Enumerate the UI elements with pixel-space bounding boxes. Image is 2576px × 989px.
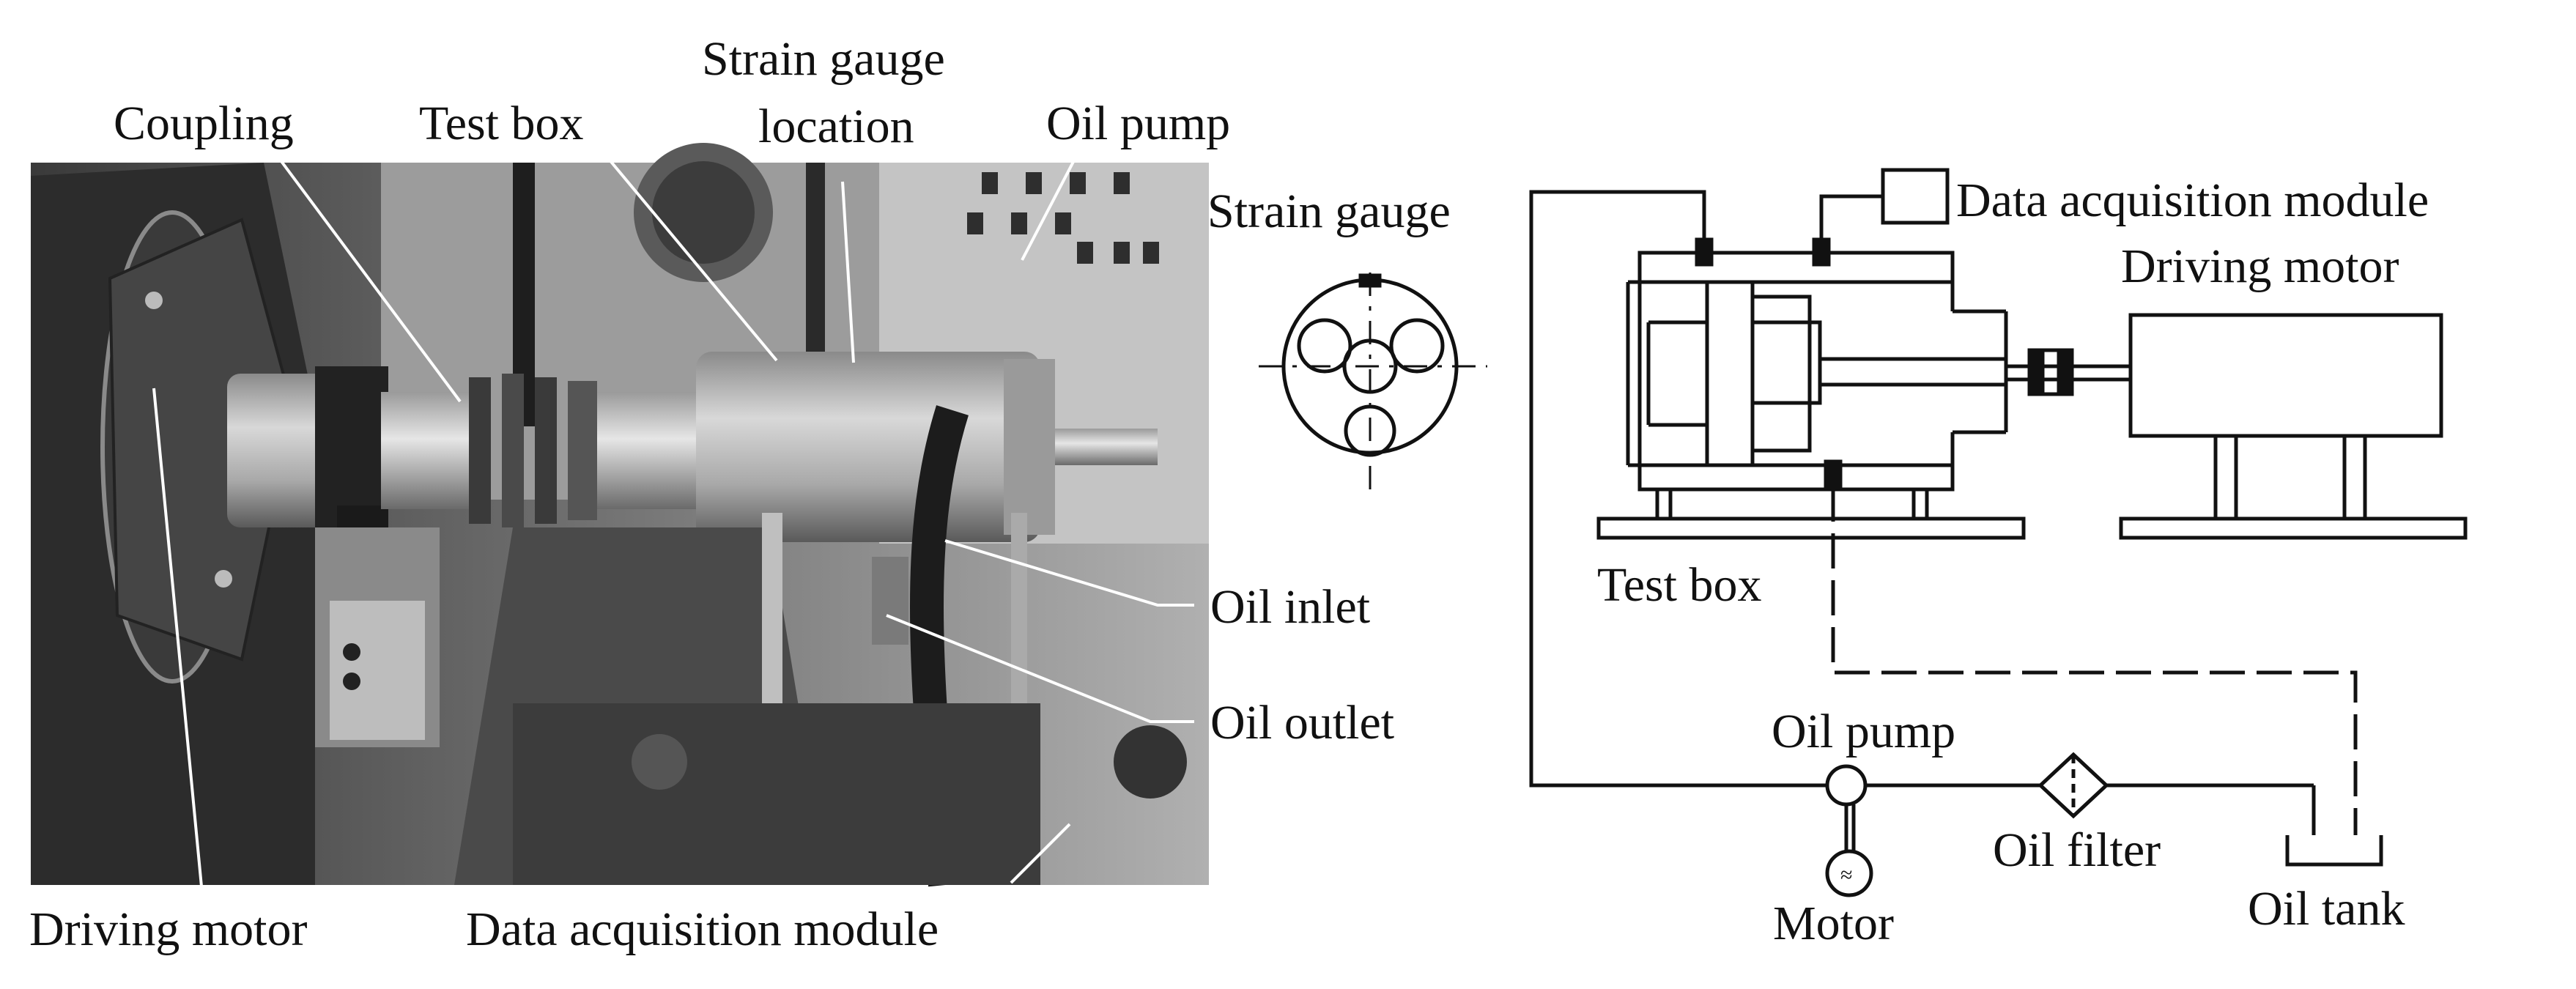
driving-motor-schematic bbox=[2119, 313, 2468, 540]
label-oil-tank: Oil tank bbox=[2248, 882, 2405, 936]
label-oil-filter: Oil filter bbox=[1993, 823, 2161, 877]
label-oil-pump-schematic: Oil pump bbox=[1772, 705, 1955, 758]
schematic-labels: Strain gauge Data acquisition module Dri… bbox=[1207, 174, 2429, 950]
label-test-box-photo: Test box bbox=[419, 97, 584, 150]
label-data-acquisition-module-photo: Data acquisition module bbox=[466, 903, 939, 956]
test-rig-photo bbox=[31, 143, 1209, 887]
test-box-schematic bbox=[1596, 237, 2026, 540]
photo-leader-lines bbox=[152, 136, 1194, 887]
photo-panel: Coupling Test box Strain gauge location … bbox=[29, 32, 1394, 956]
motor-symbol: ≈ bbox=[1825, 849, 1873, 897]
data-acquisition-module-box bbox=[1881, 168, 1950, 225]
label-driving-motor-schematic: Driving motor bbox=[2121, 240, 2399, 293]
oil-tank-symbol bbox=[2285, 835, 2383, 867]
label-driving-motor-photo: Driving motor bbox=[29, 903, 307, 956]
label-test-box-schematic: Test box bbox=[1597, 558, 1762, 612]
label-coupling: Coupling bbox=[114, 97, 294, 150]
svg-text:≈: ≈ bbox=[1840, 863, 1852, 887]
label-motor: Motor bbox=[1773, 897, 1894, 950]
coupling-symbol bbox=[2006, 348, 2131, 396]
label-strain-gauge-location-line1: Strain gauge bbox=[702, 32, 945, 86]
label-oil-inlet: Oil inlet bbox=[1210, 580, 1370, 634]
label-data-acquisition-module-schematic: Data acquisition module bbox=[1956, 174, 2429, 227]
strain-gauge-section bbox=[1259, 273, 1487, 498]
label-strain-gauge-location-line2: location bbox=[758, 100, 914, 153]
oil-filter-symbol bbox=[2038, 752, 2109, 819]
label-oil-outlet: Oil outlet bbox=[1210, 696, 1394, 749]
label-oil-pump-photo: Oil pump bbox=[1046, 97, 1230, 150]
oil-circuit bbox=[1529, 190, 2358, 835]
oil-pump-symbol bbox=[1825, 764, 1868, 851]
schematic-panel: ≈ bbox=[1259, 168, 2468, 897]
label-strain-gauge: Strain gauge bbox=[1207, 185, 1451, 238]
